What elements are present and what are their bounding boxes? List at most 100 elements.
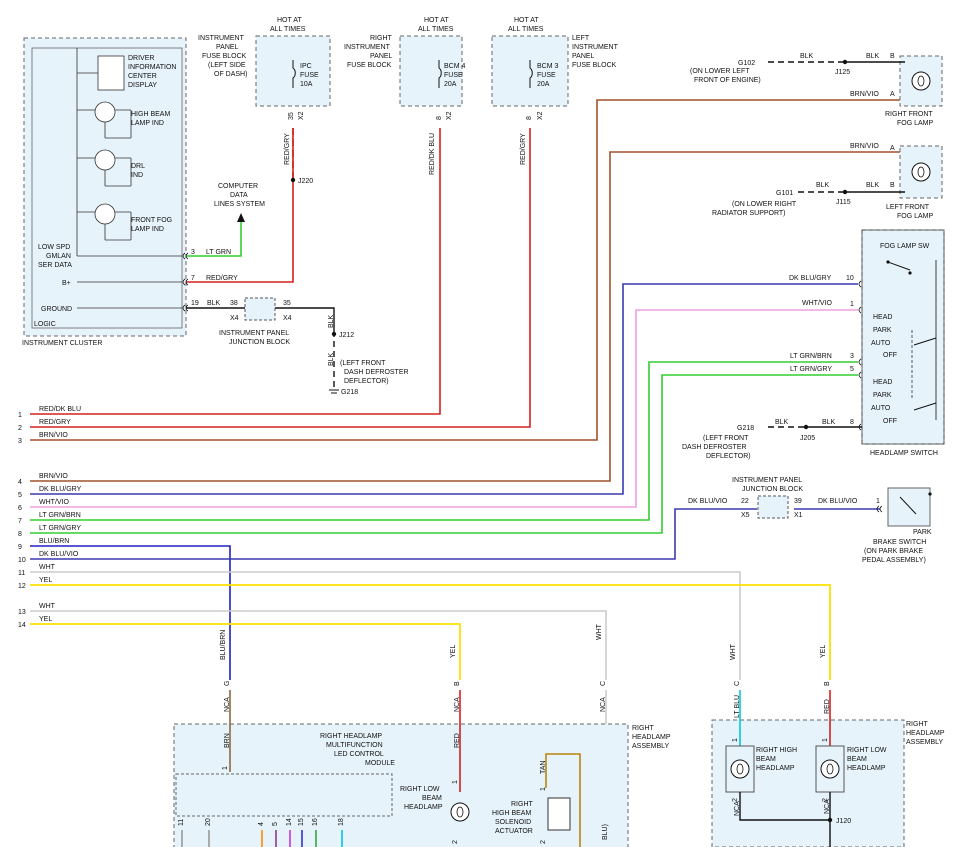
ground-g218-label: G218 — [341, 389, 358, 396]
svg-text:NCA: NCA — [600, 697, 607, 712]
svg-text:X2: X2 — [537, 111, 544, 120]
svg-text:J205: J205 — [800, 435, 815, 442]
pin-7: 7 — [191, 275, 195, 282]
svg-text:BLU): BLU) — [602, 824, 609, 840]
bus-pin-1: 1 — [18, 412, 22, 419]
svg-text:OFF: OFF — [883, 418, 897, 425]
module-pin-label: 4 — [258, 822, 265, 826]
svg-text:RED/GRY: RED/GRY — [284, 133, 291, 165]
svg-text:A: A — [890, 91, 895, 98]
svg-text:G: G — [224, 681, 231, 686]
svg-text:B: B — [824, 681, 831, 686]
module-pin-label: 11 — [178, 819, 185, 826]
bus-wire-label-8: LT GRN/GRY — [39, 525, 81, 532]
svg-text:DK BLU/VIO: DK BLU/VIO — [818, 498, 858, 505]
svg-text:BLK: BLK — [775, 419, 789, 426]
bus-wire-label-13: WHT — [39, 603, 56, 610]
svg-text:1: 1 — [452, 780, 459, 784]
svg-text:X4: X4 — [230, 315, 239, 322]
pin-3: 3 — [191, 249, 195, 256]
wire-label-blk-1: BLK — [328, 314, 335, 328]
svg-text:PARK: PARK — [913, 529, 932, 536]
bus-pin-12: 12 — [18, 583, 26, 590]
svg-text:RED: RED — [824, 699, 831, 714]
svg-text:35: 35 — [283, 300, 291, 307]
bplus-label: B+ — [62, 280, 71, 287]
svg-text:BLK: BLK — [816, 182, 830, 189]
svg-text:DK BLU/GRY: DK BLU/GRY — [789, 275, 832, 282]
svg-text:BLK: BLK — [866, 182, 880, 189]
bus-wire-label-5: DK BLU/GRY — [39, 486, 82, 493]
svg-text:C: C — [600, 681, 607, 686]
front-fog-led-icon — [94, 203, 116, 225]
svg-text:1: 1 — [222, 766, 229, 770]
svg-text:BLU/BRN: BLU/BRN — [220, 630, 227, 660]
svg-text:2: 2 — [732, 798, 739, 802]
splice-j212 — [331, 331, 337, 337]
bus-wires — [30, 99, 905, 680]
svg-text:HEAD: HEAD — [873, 314, 892, 321]
svg-text:8: 8 — [436, 116, 443, 120]
svg-text:LT GRN/GRY: LT GRN/GRY — [790, 366, 832, 373]
connector-chevron-icon — [876, 505, 883, 513]
svg-text:TAN: TAN — [540, 761, 547, 774]
svg-text:WHT: WHT — [730, 643, 737, 660]
bus-pin-11: 11 — [18, 570, 25, 577]
svg-text:X4: X4 — [283, 315, 292, 322]
svg-text:10: 10 — [846, 275, 854, 282]
svg-text:YEL: YEL — [450, 645, 457, 658]
svg-text:HEAD: HEAD — [873, 379, 892, 386]
bus-pin-13: 13 — [18, 609, 26, 616]
svg-text:NCA: NCA — [824, 799, 831, 814]
wire-blk-ground — [186, 307, 335, 331]
svg-text:NCA: NCA — [454, 697, 461, 712]
bus-pin-2: 2 — [18, 425, 22, 432]
bus-wire-label-2: RED/GRY — [39, 419, 71, 426]
svg-text:RED: RED — [454, 733, 461, 748]
svg-text:2: 2 — [452, 840, 459, 844]
svg-text:BLK: BLK — [800, 53, 814, 60]
connector-chevron-icon — [182, 278, 189, 286]
svg-text:J125: J125 — [835, 69, 850, 76]
bus-pin-6: 6 — [18, 505, 22, 512]
svg-text:OFF: OFF — [883, 352, 897, 359]
svg-text:1: 1 — [822, 738, 829, 742]
svg-text:B: B — [890, 182, 895, 189]
connector-chevron-icon — [182, 304, 189, 312]
svg-text:X5: X5 — [741, 512, 750, 519]
wire-label-red-gry-cluster: RED/GRY — [206, 275, 238, 282]
module-pin-label: 16 — [312, 818, 319, 826]
svg-text:38: 38 — [230, 300, 238, 307]
bus-pin-4: 4 — [18, 479, 22, 486]
svg-text:YEL: YEL — [820, 645, 827, 658]
svg-text:3: 3 — [850, 353, 854, 360]
bus-wire-label-9: BLU/BRN — [39, 538, 69, 545]
bus-pin-7: 7 — [18, 518, 22, 525]
drl-led-icon — [94, 149, 116, 171]
svg-text:RED/GRY: RED/GRY — [520, 133, 527, 165]
svg-text:X2: X2 — [298, 111, 305, 120]
